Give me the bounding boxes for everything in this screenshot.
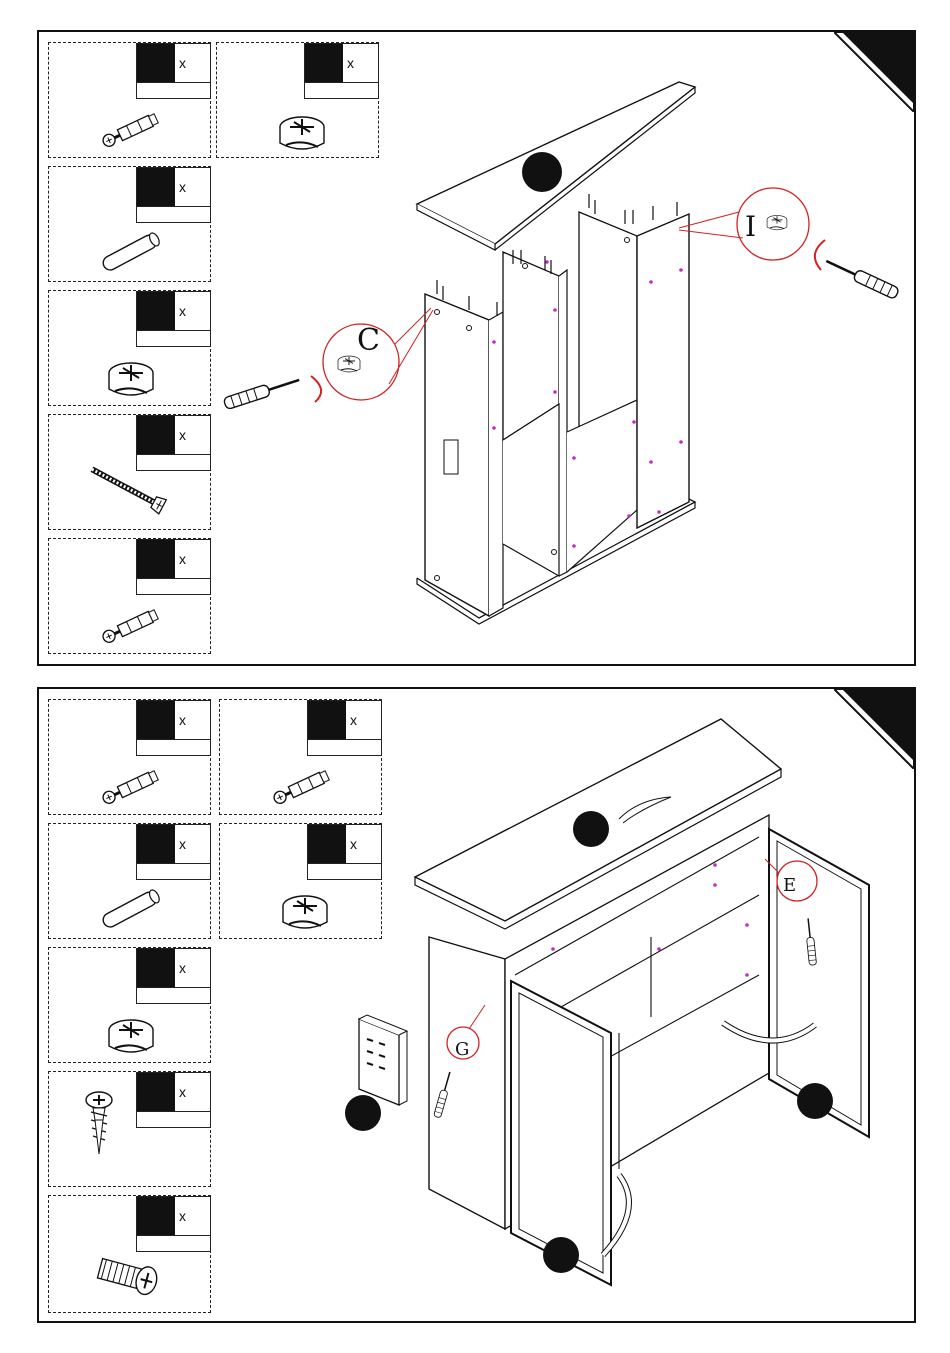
part-label-dot bbox=[797, 1083, 833, 1119]
hinge-pack-icon bbox=[359, 1015, 407, 1105]
part-label-dot bbox=[345, 1095, 381, 1131]
part-label-dot bbox=[573, 811, 609, 847]
assembly-diagram-step-1: C I bbox=[39, 32, 914, 664]
callout-letter-g: G bbox=[455, 1039, 469, 1060]
screwdriver-icon bbox=[223, 374, 301, 410]
left-side-panel bbox=[429, 937, 505, 1229]
assembly-diagram-step-2: G E bbox=[39, 689, 914, 1321]
step-2-panel: x x x x x bbox=[37, 687, 916, 1323]
rotate-arrow-icon bbox=[311, 376, 321, 402]
hinge-plate bbox=[444, 440, 458, 474]
callout-letter-e: E bbox=[783, 875, 796, 896]
callout-letter-c: C bbox=[357, 323, 380, 358]
part-label-dot bbox=[543, 1237, 579, 1273]
screwdriver-icon bbox=[824, 256, 900, 300]
step-1-panel: x x x x x bbox=[37, 30, 916, 666]
part-label-dot bbox=[522, 152, 562, 192]
rotate-arrow-icon bbox=[815, 240, 825, 270]
callout-letter-i: I bbox=[745, 210, 756, 243]
right-side-panel bbox=[637, 214, 689, 528]
